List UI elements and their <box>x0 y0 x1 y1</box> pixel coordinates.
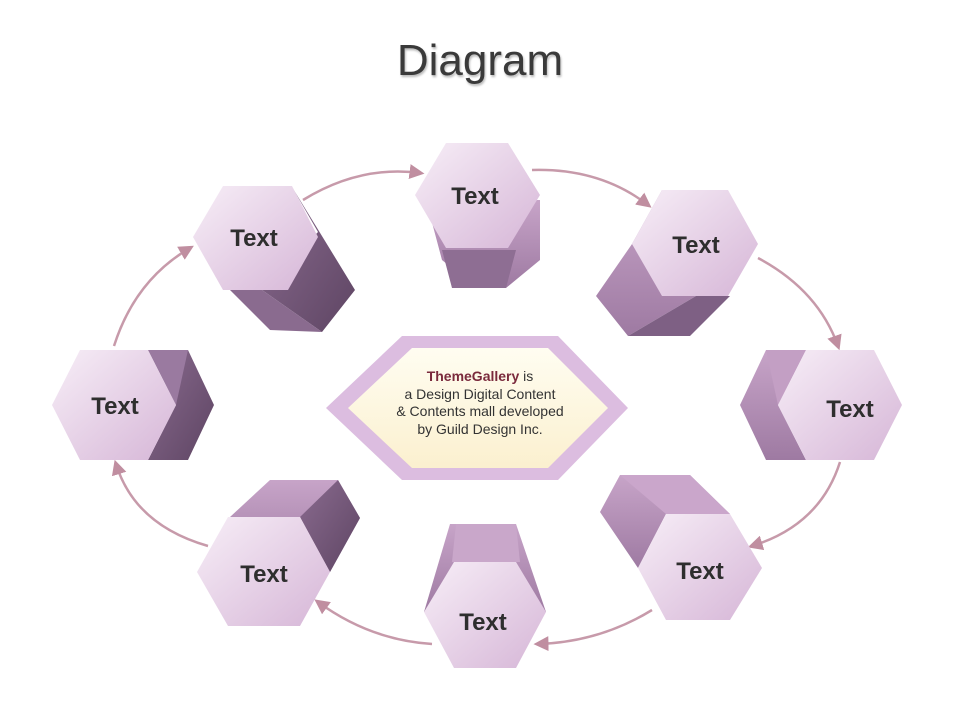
arrow-right-to-lower-right <box>747 461 842 551</box>
node-right[interactable]: Text <box>740 350 902 460</box>
node-top-label: Text <box>451 183 499 210</box>
node-lower-right-label: Text <box>676 558 724 585</box>
center-line-2: a Design Digital Content <box>404 385 556 402</box>
arrow-bottom-to-lower-left <box>314 599 433 646</box>
arrow-lower-left-to-left <box>111 459 209 548</box>
node-bottom-label: Text <box>459 609 507 636</box>
node-upper-left[interactable]: Text <box>193 186 355 332</box>
arrow-left-to-upper-left <box>112 245 194 347</box>
arrow-top-to-upper-right <box>531 168 652 208</box>
arrow-upper-left-to-top <box>302 164 425 202</box>
node-left[interactable]: Text <box>52 350 214 460</box>
node-upper-right[interactable]: Text <box>596 190 758 336</box>
page-title: Diagram <box>396 36 564 85</box>
arrow-lower-right-to-bottom <box>533 608 653 652</box>
center-line-4: by Guild Design Inc. <box>417 420 543 437</box>
center-line1-rest: is <box>519 368 534 384</box>
node-bottom[interactable]: Text <box>424 524 546 668</box>
node-right-label: Text <box>826 396 874 423</box>
node-left-label: Text <box>91 393 139 420</box>
center-line-3: & Contents mall developed <box>396 403 564 419</box>
node-lower-left-label: Text <box>240 561 288 588</box>
node-upper-left-label: Text <box>230 225 278 252</box>
center-brand-name: ThemeGallery <box>426 368 520 384</box>
arrow-upper-right-to-right <box>757 256 842 351</box>
node-top[interactable]: Text <box>415 143 540 288</box>
center-description: ThemeGallery is a Design Digital Content… <box>360 368 600 438</box>
node-lower-left[interactable]: Text <box>197 480 360 626</box>
node-lower-right[interactable]: Text <box>600 475 762 620</box>
node-upper-right-label: Text <box>672 232 720 259</box>
flow-arrows <box>111 164 842 652</box>
center-hexagon <box>326 336 628 480</box>
